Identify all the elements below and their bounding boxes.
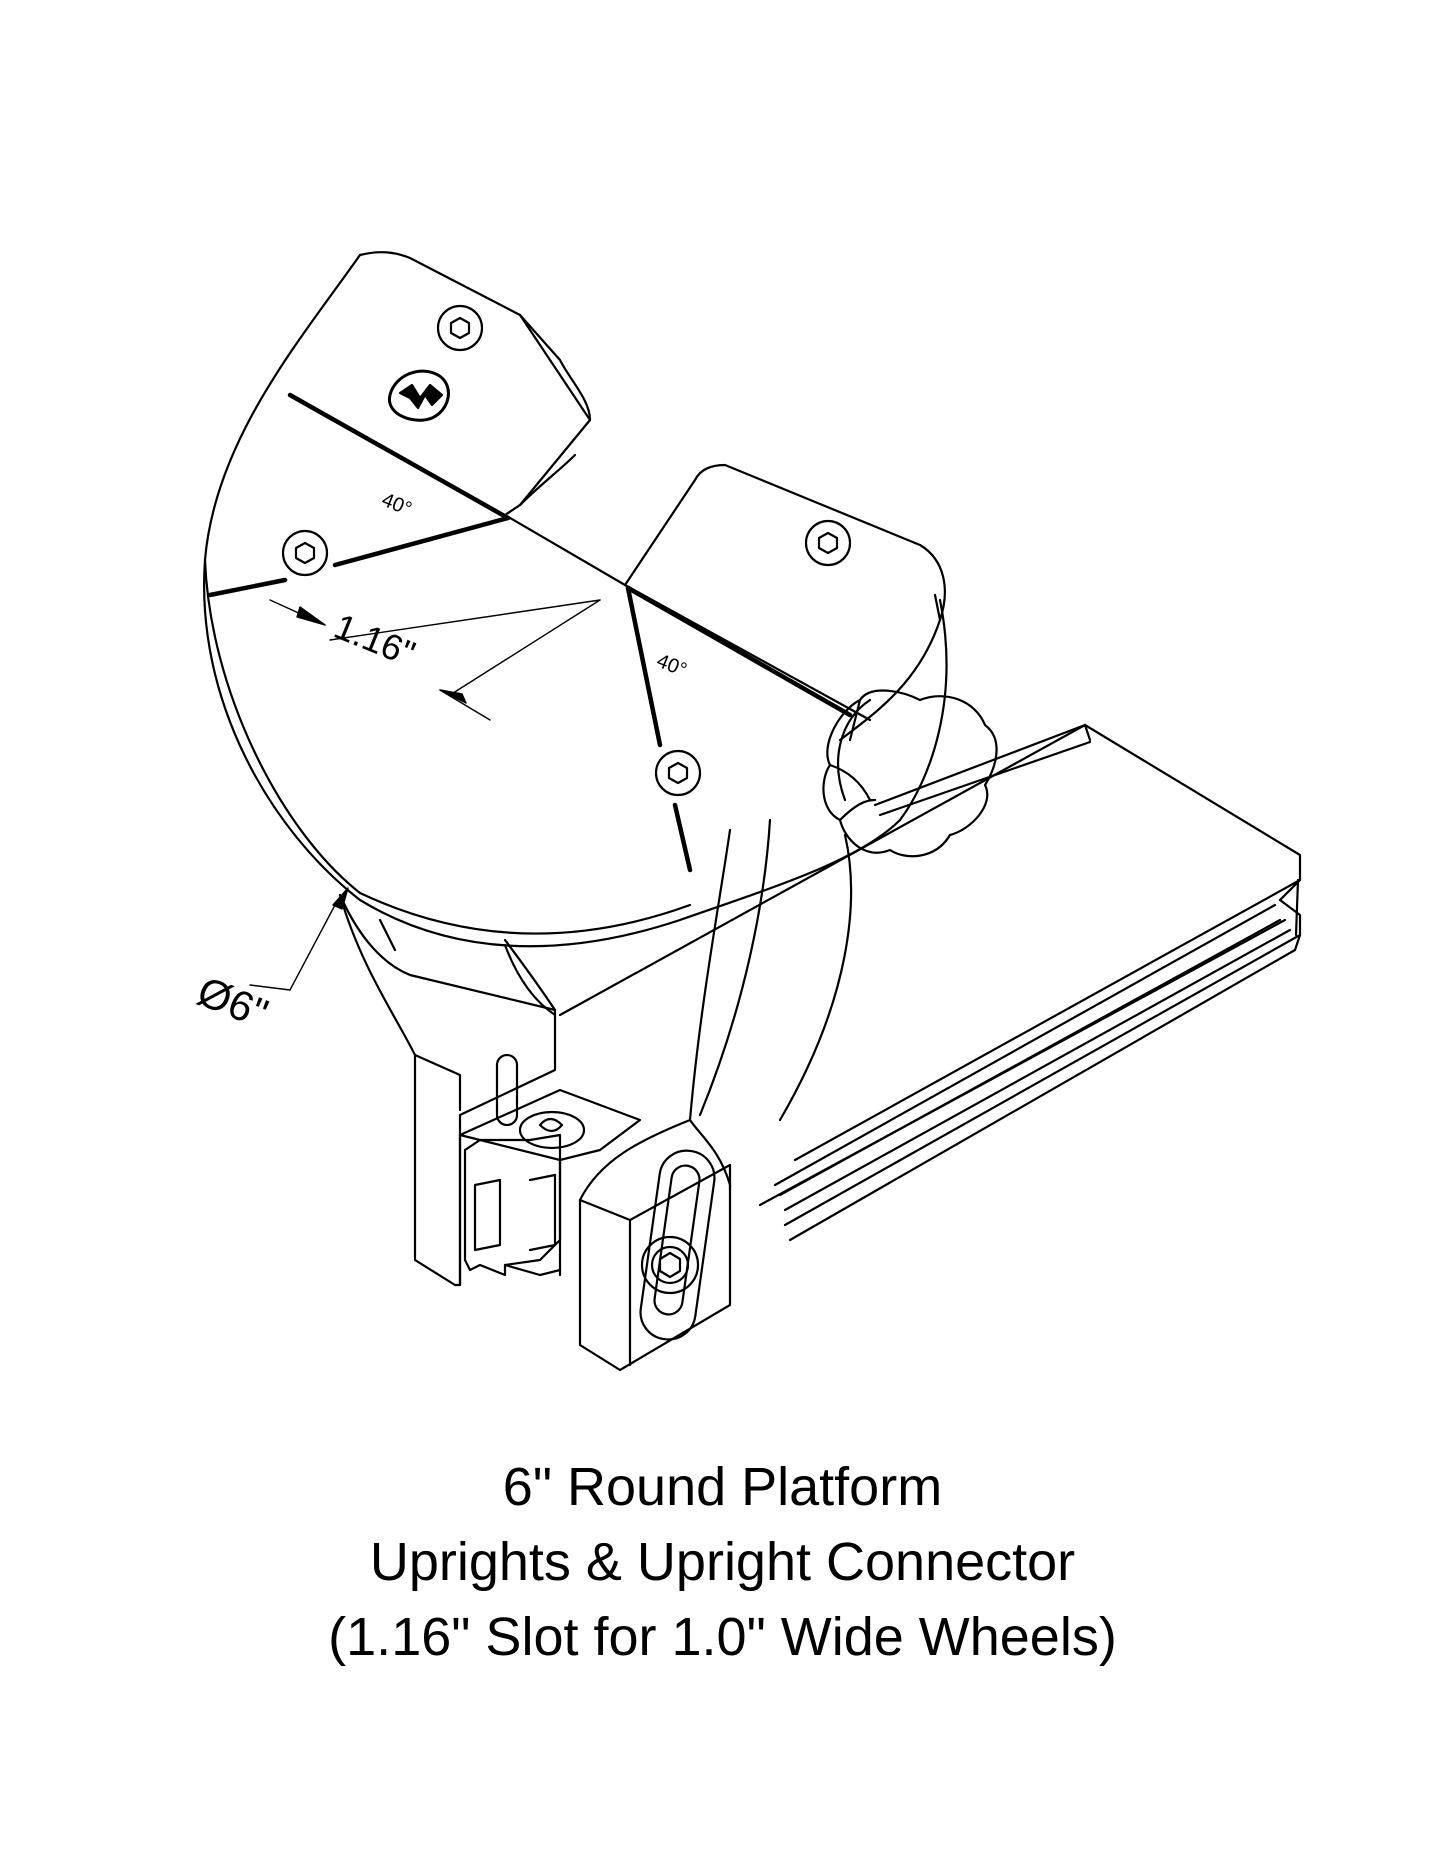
clamp-knob — [822, 689, 998, 858]
round-platform — [203, 251, 948, 948]
dimension-lines — [249, 599, 601, 991]
technical-drawing: 40° 40° 1.16" Ø6" — [191, 251, 1302, 1372]
left-upright — [338, 893, 557, 1287]
rail-end-profile — [463, 1133, 562, 1277]
isometric-assembly-drawing: 40° 40° 1.16" Ø6" — [191, 251, 1302, 1372]
diameter-label: Ø6" — [191, 967, 274, 1037]
caption-line-3: (1.16" Slot for 1.0" Wide Wheels) — [328, 1607, 1117, 1667]
angle-label-right: 40° — [653, 650, 689, 682]
caption-line-1: 6" Round Platform — [502, 1457, 943, 1517]
right-upright — [578, 818, 853, 1372]
logo-emboss — [388, 369, 450, 422]
upright-connector — [458, 1088, 642, 1287]
slot-width-label: 1.16" — [329, 605, 421, 674]
angle-label-left: 40° — [378, 489, 414, 521]
rail-extrusion — [558, 723, 1302, 1242]
screws — [281, 304, 852, 797]
drawing-caption: 6" Round Platform Uprights & Upright Con… — [0, 1450, 1445, 1675]
caption-line-2: Uprights & Upright Connector — [369, 1532, 1076, 1592]
